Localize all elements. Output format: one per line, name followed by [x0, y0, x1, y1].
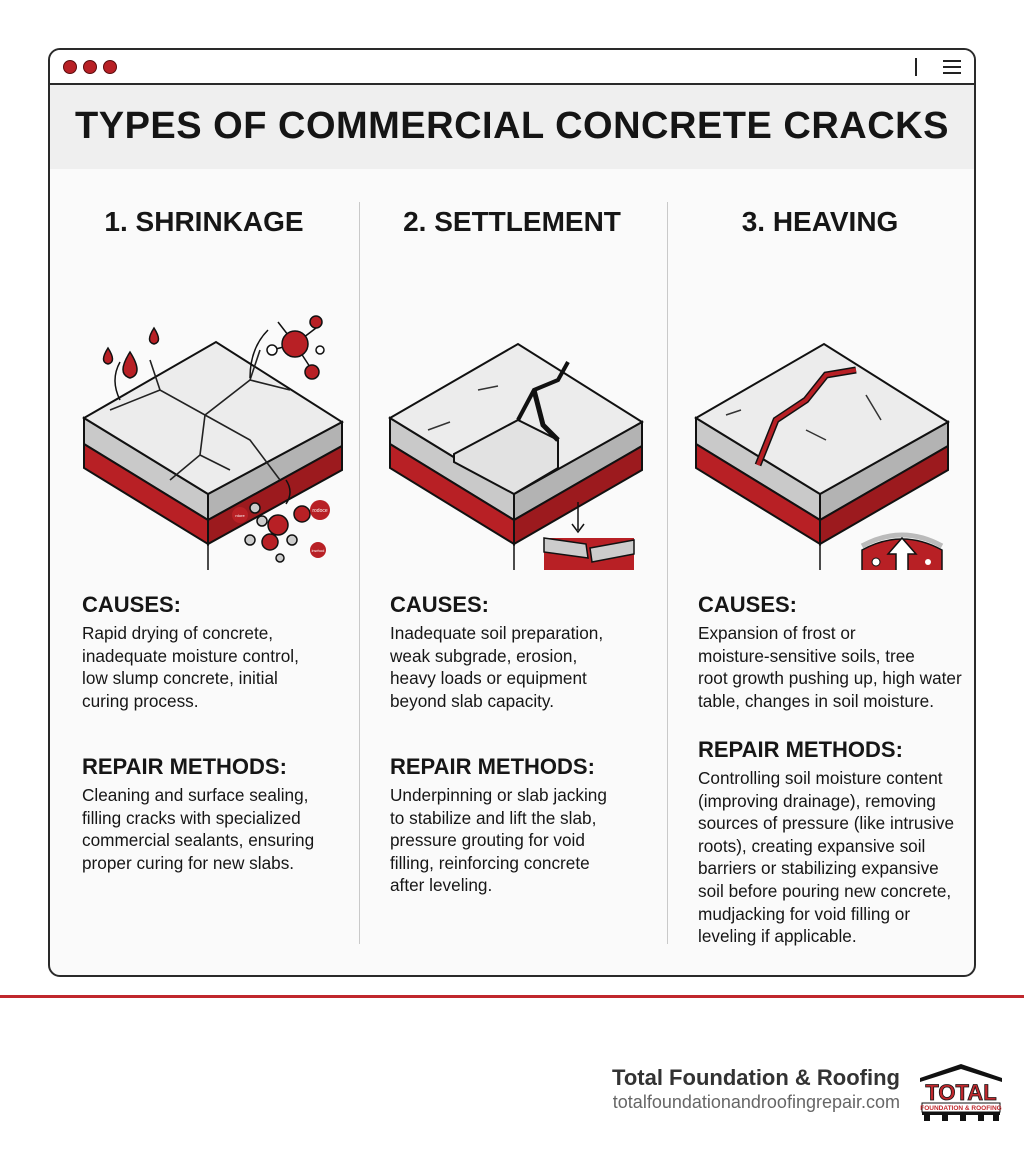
repair-line: pressure grouting for void: [390, 830, 585, 851]
repair-line: (improving drainage), removing: [698, 790, 936, 811]
arrow-up-icon: [114, 329, 269, 401]
sinking-soil-icon: [543, 502, 635, 570]
titlebar-separator: [915, 58, 917, 76]
causes-line: table, changes in soil moisture.: [698, 690, 934, 711]
title-band: TYPES OF COMMERCIAL CONCRETE CRACKS: [50, 85, 974, 169]
repair-section: REPAIR METHODS: Underpinning or slab jac…: [390, 754, 690, 897]
bubble-label: rodoce: [312, 508, 328, 514]
causes-line: low slump concrete, initial: [82, 668, 278, 689]
repair-section: REPAIR METHODS: Cleaning and surface sea…: [82, 754, 382, 874]
shrinkage-slab-illustration: rodoce rdore inwhod: [82, 315, 344, 570]
causes-line: curing process.: [82, 690, 199, 711]
window-minimize-dot-icon[interactable]: [83, 60, 97, 74]
column-divider: [359, 202, 360, 944]
column-divider: [667, 202, 668, 944]
column-heading: 1. SHRINKAGE: [104, 206, 304, 237]
molecule-icon: [266, 315, 325, 380]
settlement-slab-illustration: [388, 342, 644, 570]
window-maximize-dot-icon[interactable]: [103, 60, 117, 74]
molecule-cluster-icon: [232, 479, 330, 563]
causes-line: Expansion of frost or: [698, 623, 856, 643]
repair-line: mudjacking for void filling or: [698, 903, 911, 924]
repair-line: filling cracks with specialized: [82, 807, 301, 828]
repair-line: soil before pouring new concrete,: [698, 880, 952, 901]
repair-line: filling, reinforcing concrete: [390, 852, 590, 873]
repair-line: Underpinning or slab jacking: [390, 785, 607, 805]
page-title: TYPES OF COMMERCIAL CONCRETE CRACKS: [75, 105, 949, 147]
repair-line: sources of pressure (like intrusive: [698, 813, 954, 834]
bubble-label: rdore: [235, 513, 245, 518]
hamburger-menu-icon[interactable]: [943, 60, 961, 74]
logo-text: TOTAL: [925, 1080, 996, 1105]
repair-label: REPAIR METHODS:: [82, 754, 287, 779]
causes-line: Inadequate soil preparation,: [390, 623, 604, 643]
repair-line: barriers or stabilizing expansive: [698, 858, 939, 879]
footer-divider: [0, 995, 1024, 998]
repair-label: REPAIR METHODS:: [390, 754, 595, 779]
causes-section: CAUSES: Inadequate soil preparation, wea…: [390, 592, 690, 712]
causes-line: heavy loads or equipment: [390, 668, 587, 689]
repair-line: proper curing for new slabs.: [82, 852, 295, 873]
column-heaving: 3. HEAVING CAUSES: Expansion o: [666, 170, 974, 970]
repair-line: Cleaning and surface sealing,: [82, 785, 309, 805]
concrete-slab-icon: [694, 342, 950, 546]
causes-label: CAUSES:: [82, 592, 182, 617]
column-shrinkage: 1. SHRINKAGE: [50, 170, 358, 970]
repair-label: REPAIR METHODS:: [698, 737, 903, 762]
heaving-slab-illustration: [694, 342, 950, 570]
browser-window-frame: TYPES OF COMMERCIAL CONCRETE CRACKS 1. S…: [48, 48, 976, 977]
arrow-up-icon: [886, 536, 918, 570]
concrete-slab-icon: [388, 342, 644, 546]
repair-line: Controlling soil moisture content: [698, 768, 943, 788]
causes-line: weak subgrade, erosion,: [390, 645, 578, 666]
causes-section: CAUSES: Expansion of frost or moisture-s…: [698, 592, 974, 712]
repair-section: REPAIR METHODS: Controlling soil moistur…: [698, 737, 974, 948]
repair-line: leveling if applicable.: [698, 926, 857, 947]
repair-line: commercial sealants, ensuring: [82, 830, 315, 851]
causes-line: Rapid drying of concrete,: [82, 623, 274, 643]
window-close-dot-icon[interactable]: [63, 60, 77, 74]
column-heading: 2. SETTLEMENT: [403, 206, 621, 237]
window-titlebar: [50, 50, 974, 85]
company-logo: TOTAL FOUNDATION & ROOFING: [920, 1064, 1002, 1121]
causes-section: CAUSES: Rapid drying of concrete, inadeq…: [82, 592, 382, 712]
pointer-arrow-icon: [819, 544, 821, 570]
company-url[interactable]: totalfoundationandroofingrepair.com: [612, 1092, 900, 1112]
causes-label: CAUSES:: [698, 592, 798, 617]
concrete-slab-icon: [82, 340, 344, 546]
repair-line: after leveling.: [390, 875, 493, 896]
column-settlement: 2. SETTLEMENT CAUSES:: [358, 170, 666, 970]
causes-label: CAUSES:: [390, 592, 490, 617]
causes-line: root growth pushing up, high water: [698, 668, 962, 689]
water-drops-icon: [102, 326, 160, 379]
pointer-arrow-icon: [513, 544, 515, 570]
bubble-label: inwhod: [312, 548, 325, 553]
company-name: Total Foundation & Roofing: [612, 1065, 900, 1090]
causes-line: inadequate moisture control,: [82, 645, 299, 666]
heaving-soil-icon: [860, 532, 944, 570]
logo-subtext: FOUNDATION & ROOFING: [920, 1105, 1002, 1112]
causes-line: moisture-sensitive soils, tree: [698, 645, 915, 666]
causes-line: beyond slab capacity.: [390, 690, 555, 711]
repair-line: to stabilize and lift the slab,: [390, 807, 597, 828]
footer-brand: Total Foundation & Roofing totalfoundati…: [612, 1065, 900, 1113]
repair-line: roots), creating expansive soil: [698, 835, 926, 856]
column-heading: 3. HEAVING: [741, 206, 899, 237]
